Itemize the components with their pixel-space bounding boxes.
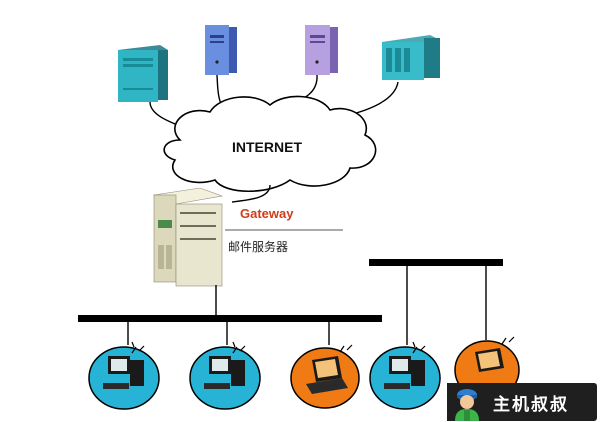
tower-server-icon <box>205 25 237 75</box>
tower-server-icon <box>118 45 168 102</box>
tower-server-icon <box>305 25 338 75</box>
server-3 <box>305 25 338 75</box>
watermark-badge: 主机叔叔 <box>447 383 597 421</box>
client-3 <box>290 344 360 409</box>
server-1 <box>118 45 168 102</box>
gateway-label: Gateway <box>240 206 294 221</box>
network-bus <box>78 259 503 322</box>
workstation-icon <box>103 341 145 389</box>
gateway-server-icon <box>152 187 224 287</box>
workstation-icon <box>384 341 426 389</box>
client-1 <box>88 341 160 410</box>
client-drops <box>127 266 487 345</box>
client-2 <box>189 341 261 410</box>
gateway-server: Gateway 邮件服务器 <box>152 187 343 287</box>
internet-cloud: INTERNET <box>163 95 377 193</box>
tower-server-icon <box>382 35 440 80</box>
mail-server-label: 邮件服务器 <box>228 239 288 254</box>
watermark-text: 主机叔叔 <box>493 394 569 415</box>
client-4 <box>369 341 441 410</box>
server-2 <box>205 25 237 75</box>
workstation-icon <box>204 341 246 389</box>
laptop-icon <box>475 336 515 372</box>
laptop-icon <box>306 344 353 394</box>
secondary-bus <box>369 259 503 266</box>
mechanic-mascot-icon <box>447 383 487 421</box>
cloud-gateway-link <box>231 184 271 203</box>
main-bus <box>78 315 382 322</box>
server-4 <box>382 35 440 80</box>
internet-label: INTERNET <box>232 139 302 155</box>
